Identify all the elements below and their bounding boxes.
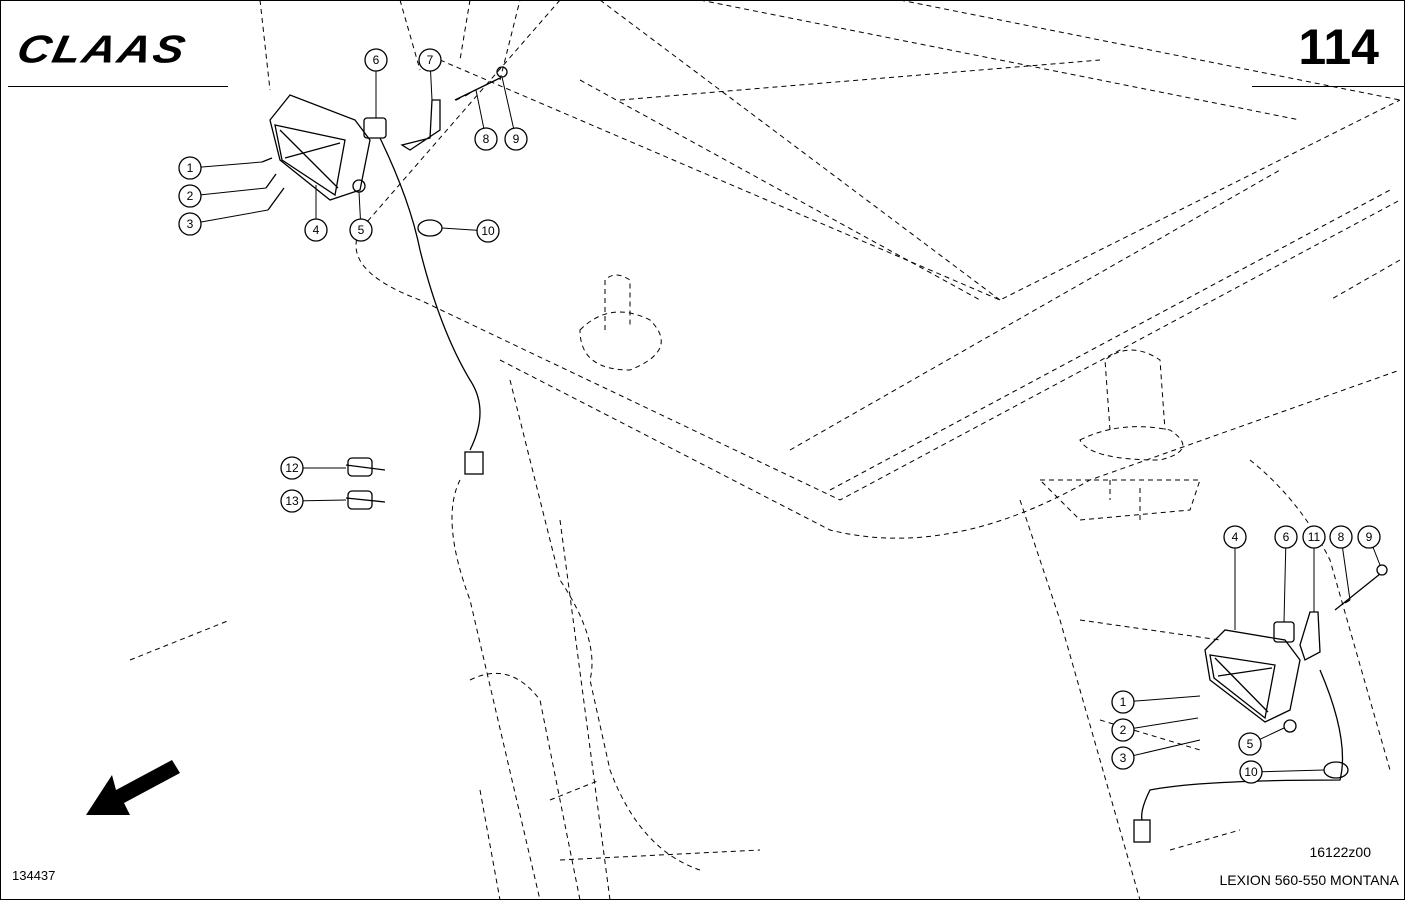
callout-number: 5 [358,223,365,237]
callout-number: 5 [1247,737,1254,751]
callout-right-5: 5 [1238,732,1262,756]
callout-left-8: 8 [474,127,498,151]
leader-line [1250,769,1325,773]
header-rule-right [1252,86,1404,87]
leader-line [189,209,269,225]
callout-number: 12 [285,461,299,475]
callout-number: 3 [1120,751,1127,765]
callout-number: 10 [1244,765,1258,779]
connector-6 [363,117,387,139]
callout-number: 6 [373,53,380,67]
callout-right-11: 11 [1302,525,1326,549]
callout-left-7: 7 [418,48,442,72]
callout-number: 9 [1366,530,1373,544]
work-light-right [1133,564,1388,843]
callout-number: 2 [187,189,194,203]
callout-left-2: 2 [178,184,202,208]
callout-number: 1 [187,161,194,175]
callout-number: 10 [481,224,495,238]
plug-left [464,451,484,475]
callout-left-10: 10 [476,219,500,243]
callout-left-6: 6 [364,48,388,72]
callout-number: 11 [1308,530,1321,544]
leader-lines [189,59,1381,773]
callout-right-10: 10 [1239,760,1263,784]
callout-right-4: 4 [1223,525,1247,549]
callout-right-3: 3 [1111,746,1135,770]
machine-model: LEXION 560-550 MONTANA [1219,872,1399,888]
direction-arrow-icon [86,760,180,815]
page-number: 114 [1298,19,1379,75]
callout-right-6: 6 [1274,525,1298,549]
drawing-reference: 134437 [12,868,56,883]
leader-line [189,161,263,169]
callout-left-4: 4 [304,218,328,242]
callout-left-13: 13 [280,489,304,513]
callout-right-9: 9 [1357,525,1381,549]
callout-right-2: 2 [1111,718,1135,742]
callout-number: 8 [1338,530,1345,544]
leader-line [1283,536,1287,623]
callout-number: 9 [513,132,520,146]
callout-left-3: 3 [178,212,202,236]
callout-left-12: 12 [280,456,304,480]
callout-left-1: 1 [178,156,202,180]
callout-left-9: 9 [504,127,528,151]
leader-line [189,187,267,197]
callout-number: 4 [1232,530,1239,544]
callout-left-5: 5 [349,218,373,242]
leader-line [1122,717,1199,731]
callout-number: 2 [1120,723,1127,737]
callout-number: 6 [1283,530,1290,544]
figure-code: 16122z00 [1309,844,1371,860]
callout-right-8: 8 [1329,525,1353,549]
work-light-left [261,66,508,510]
leader-line [1122,695,1201,703]
callout-number: 3 [187,217,194,231]
callout-number: 7 [427,53,434,67]
callout-right-1: 1 [1111,690,1135,714]
callout-number: 8 [483,132,490,146]
callout-number: 4 [313,223,320,237]
callout-number: 13 [285,494,299,508]
leader-line [1122,739,1201,759]
callout-number: 1 [1120,695,1127,709]
header-rule-left [8,86,228,87]
